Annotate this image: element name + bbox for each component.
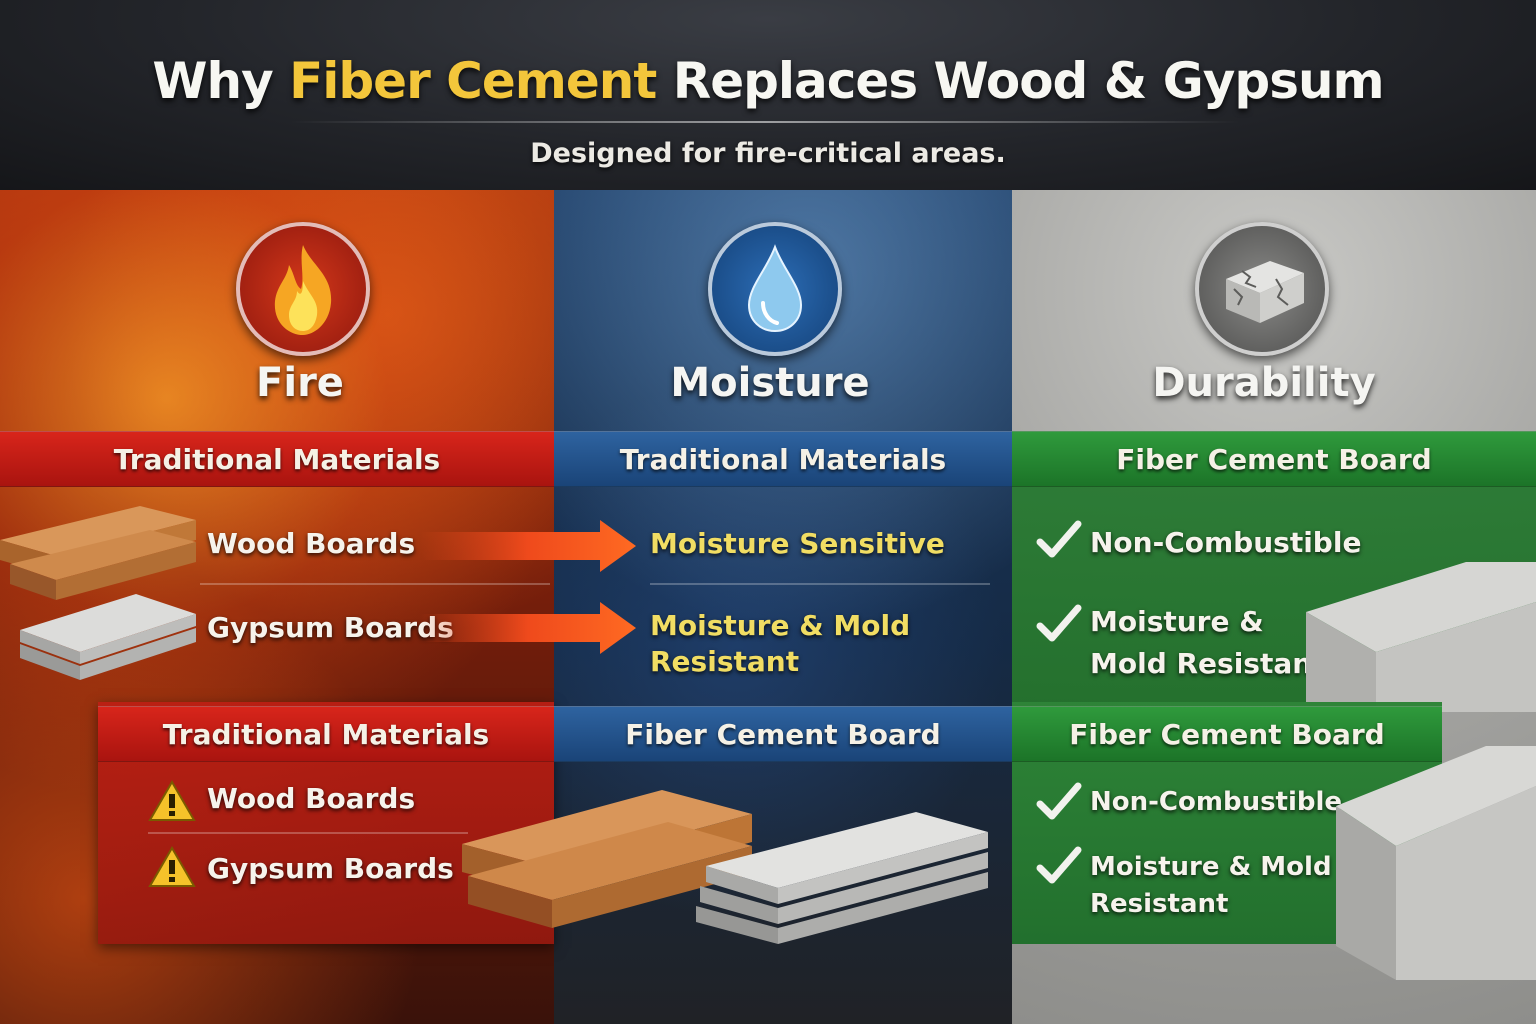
title-suffix: Replaces Wood & Gypsum	[656, 52, 1385, 110]
arrow-right-icon	[420, 602, 636, 654]
durability-row-moisture-line1: Moisture &	[1090, 605, 1264, 638]
title-divider	[290, 121, 1240, 123]
fire-warning-divider	[148, 832, 468, 834]
page-title: Why Fiber Cement Replaces Wood & Gypsum	[0, 52, 1536, 110]
fire-row-wood-boards: Wood Boards	[207, 527, 416, 560]
title-accent: Fiber Cement	[289, 52, 657, 110]
wood-boards-image	[0, 506, 196, 600]
checkmark-icon	[1036, 846, 1082, 884]
cracked-block-icon	[1195, 222, 1329, 356]
durability-bottom-moisture-line2: Resistant	[1090, 889, 1229, 919]
moisture-band-fiber-cement: Fiber Cement Board	[554, 706, 1012, 762]
moisture-row-divider	[650, 583, 990, 585]
fiber-cement-slab-image	[1306, 562, 1536, 712]
moisture-band-traditional: Traditional Materials	[554, 431, 1012, 487]
fire-band-traditional: Traditional Materials	[0, 431, 554, 487]
checkmark-icon	[1036, 604, 1082, 642]
durability-row-non-combustible: Non-Combustible	[1090, 526, 1362, 559]
moisture-row-sensitive: Moisture Sensitive	[650, 527, 945, 560]
water-drop-icon	[708, 222, 842, 356]
moisture-row-mold-line1: Moisture & Mold	[650, 609, 911, 642]
page-subtitle: Designed for fire-critical areas.	[530, 138, 1006, 169]
moisture-label: Moisture	[670, 360, 870, 406]
durability-label: Durability	[1152, 360, 1376, 406]
cement-board-stack-image	[696, 812, 988, 944]
flame-icon	[236, 222, 370, 356]
fire-row-gypsum-boards: Gypsum Boards	[207, 611, 454, 644]
fiber-cement-block-image	[1336, 746, 1536, 980]
warning-icon	[148, 780, 196, 821]
title-prefix: Why	[152, 52, 290, 110]
checkmark-icon	[1036, 520, 1082, 558]
moisture-row-mold-line2: Resistant	[650, 645, 800, 678]
header	[0, 0, 1536, 190]
fire-band-traditional-bottom: Traditional Materials	[98, 706, 554, 762]
wood-stack-image	[462, 790, 752, 928]
gypsum-boards-image	[20, 594, 196, 680]
durability-bottom-non-combustible: Non-Combustible	[1090, 787, 1343, 817]
checkmark-icon	[1036, 782, 1082, 820]
arrow-right-icon	[420, 520, 636, 572]
fire-warning-wood-boards: Wood Boards	[207, 782, 416, 815]
fire-warning-gypsum-boards: Gypsum Boards	[207, 852, 454, 885]
warning-icon	[148, 846, 196, 887]
durability-bottom-moisture-line1: Moisture & Mold	[1090, 852, 1332, 882]
fire-row-divider	[200, 583, 550, 585]
durability-band-fiber-cement: Fiber Cement Board	[1012, 431, 1536, 487]
fire-label: Fire	[256, 360, 344, 406]
durability-band-fiber-cement-bottom: Fiber Cement Board	[1012, 706, 1442, 762]
durability-row-moisture-line2: Mold Resistant	[1090, 647, 1326, 680]
